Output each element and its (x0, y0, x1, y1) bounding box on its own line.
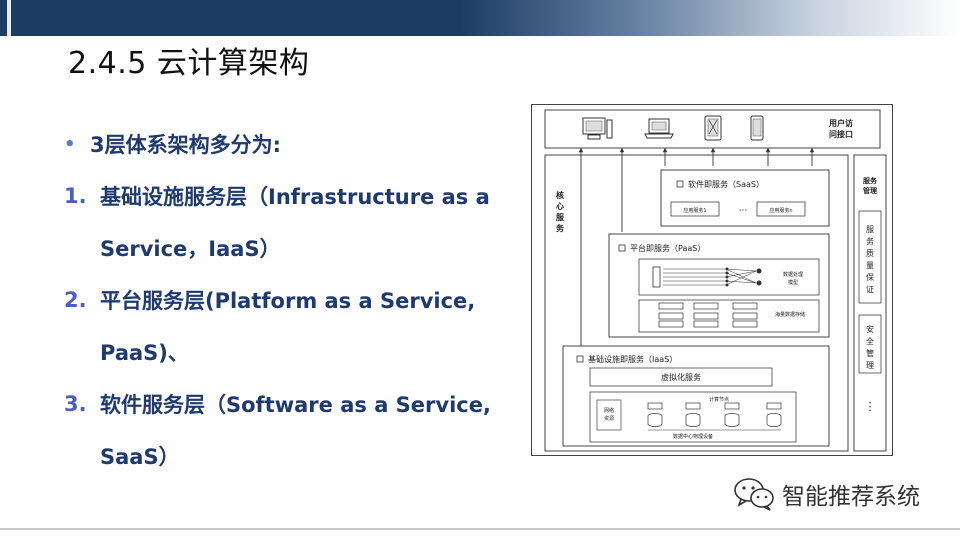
svg-text:保: 保 (866, 272, 874, 282)
storage-blocks (658, 302, 758, 328)
svg-text:证: 证 (866, 285, 874, 294)
item-text: 平台服务层(Platform as a Service, (100, 289, 476, 313)
svg-text:核: 核 (556, 190, 564, 200)
data-processing-label-2: 模型 (788, 279, 798, 286)
paas-checkbox-icon (618, 244, 626, 252)
service-mgmt-label-1: 服务 (863, 176, 878, 185)
virtualization-box (589, 367, 773, 387)
svg-text:质: 质 (866, 248, 874, 258)
item-number: 3. (64, 392, 87, 416)
app-service-b-label: 应用服务n (769, 207, 792, 214)
watermark-text: 智能推荐系统 (782, 484, 920, 510)
watermark: 智能推荐系统 (732, 476, 920, 512)
page-title: 2.4.5 云计算架构 (68, 46, 310, 81)
phone-icon (750, 115, 764, 141)
item-number: 2. (64, 288, 87, 312)
bullet-intro: • 3层体系架构多分为: (64, 118, 524, 170)
app-service-a (670, 201, 720, 217)
svg-text:理: 理 (866, 361, 874, 370)
iaas-checkbox-icon (576, 355, 584, 363)
svg-text:务: 务 (866, 236, 874, 246)
core-service-label: 核 心 服 务 (556, 190, 565, 233)
data-flow-graph (652, 266, 762, 288)
item-number: 1. (64, 184, 87, 208)
user-access-label-1: 用户访 (828, 118, 853, 128)
list-item-continued: Service，IaaS） (64, 222, 524, 274)
item-text: PaaS)、 (100, 341, 189, 365)
saas-box (660, 169, 830, 227)
header-band (0, 0, 960, 36)
app-ellipsis: ··· (739, 206, 748, 216)
iaas-label: 基础设施即服务（IaaS） (588, 354, 677, 364)
list-item: 1. 基础设施服务层（Infrastructure as a (64, 170, 524, 222)
network-resource-box (596, 399, 622, 431)
paas-label: 平台即服务（PaaS） (630, 243, 705, 253)
bullet-dot-icon: • (64, 133, 76, 155)
datacenter-label: 数据中心物理设备 (673, 433, 713, 440)
wechat-icon (734, 478, 774, 511)
app-service-a-label: 应用服务1 (683, 207, 706, 214)
desktop-icon (582, 117, 613, 140)
svg-text:量: 量 (866, 261, 874, 270)
tablet-icon (704, 115, 722, 141)
qos-box (858, 210, 882, 304)
svg-text:全: 全 (866, 336, 874, 346)
svg-text:服: 服 (556, 213, 565, 222)
compute-node-icons (647, 402, 782, 431)
saas-label: 软件即服务（SaaS） (688, 179, 764, 189)
list-item-continued: PaaS)、 (64, 326, 524, 378)
network-label-2: 资源 (604, 415, 614, 422)
laptop-icon (644, 118, 674, 139)
compute-nodes-label: 计算节点 (709, 396, 729, 403)
saas-checkbox-icon (676, 180, 684, 188)
cloud-architecture-diagram: 用户访 问接口 核 心 服 务 软件即服务（SaaS） 应用服务1 ··· 应用… (531, 104, 893, 456)
data-processing-label-1: 数据处理 (783, 271, 803, 278)
app-service-b (756, 201, 806, 217)
access-arrows (578, 147, 815, 346)
svg-text:管: 管 (866, 348, 874, 358)
footer-rule (0, 528, 960, 530)
service-mgmt-label-2: 管理 (863, 186, 877, 195)
list-item-continued: SaaS） (64, 430, 524, 482)
list-item: 2. 平台服务层(Platform as a Service, (64, 274, 524, 326)
item-text: 基础设施服务层（Infrastructure as a (100, 185, 490, 209)
mass-storage-label: 海量数据存储 (775, 311, 805, 318)
network-label-1: 网络 (604, 407, 614, 414)
svg-text:安: 安 (866, 324, 874, 334)
bullet-list: • 3层体系架构多分为: 1. 基础设施服务层（Infrastructure a… (64, 118, 524, 482)
security-box (858, 314, 882, 374)
bullet-intro-text: 3层体系架构多分为: (90, 133, 282, 157)
item-text: Service，IaaS） (100, 237, 281, 261)
virtualization-label: 虚拟化服务 (661, 372, 701, 382)
security-label: 安全 管理 (866, 324, 874, 370)
svg-text:心: 心 (556, 201, 564, 211)
more-dots: ⋮ (865, 400, 876, 413)
svg-text:服: 服 (866, 225, 874, 234)
header-notch (7, 0, 11, 36)
item-text: 软件服务层（Software as a Service, (100, 393, 491, 417)
qos-label: 服务 质量 保证 (866, 225, 874, 294)
user-access-label-2: 问接口 (829, 129, 853, 139)
item-text: SaaS） (100, 445, 180, 469)
svg-text:务: 务 (556, 223, 565, 233)
list-item: 3. 软件服务层（Software as a Service, (64, 378, 524, 430)
